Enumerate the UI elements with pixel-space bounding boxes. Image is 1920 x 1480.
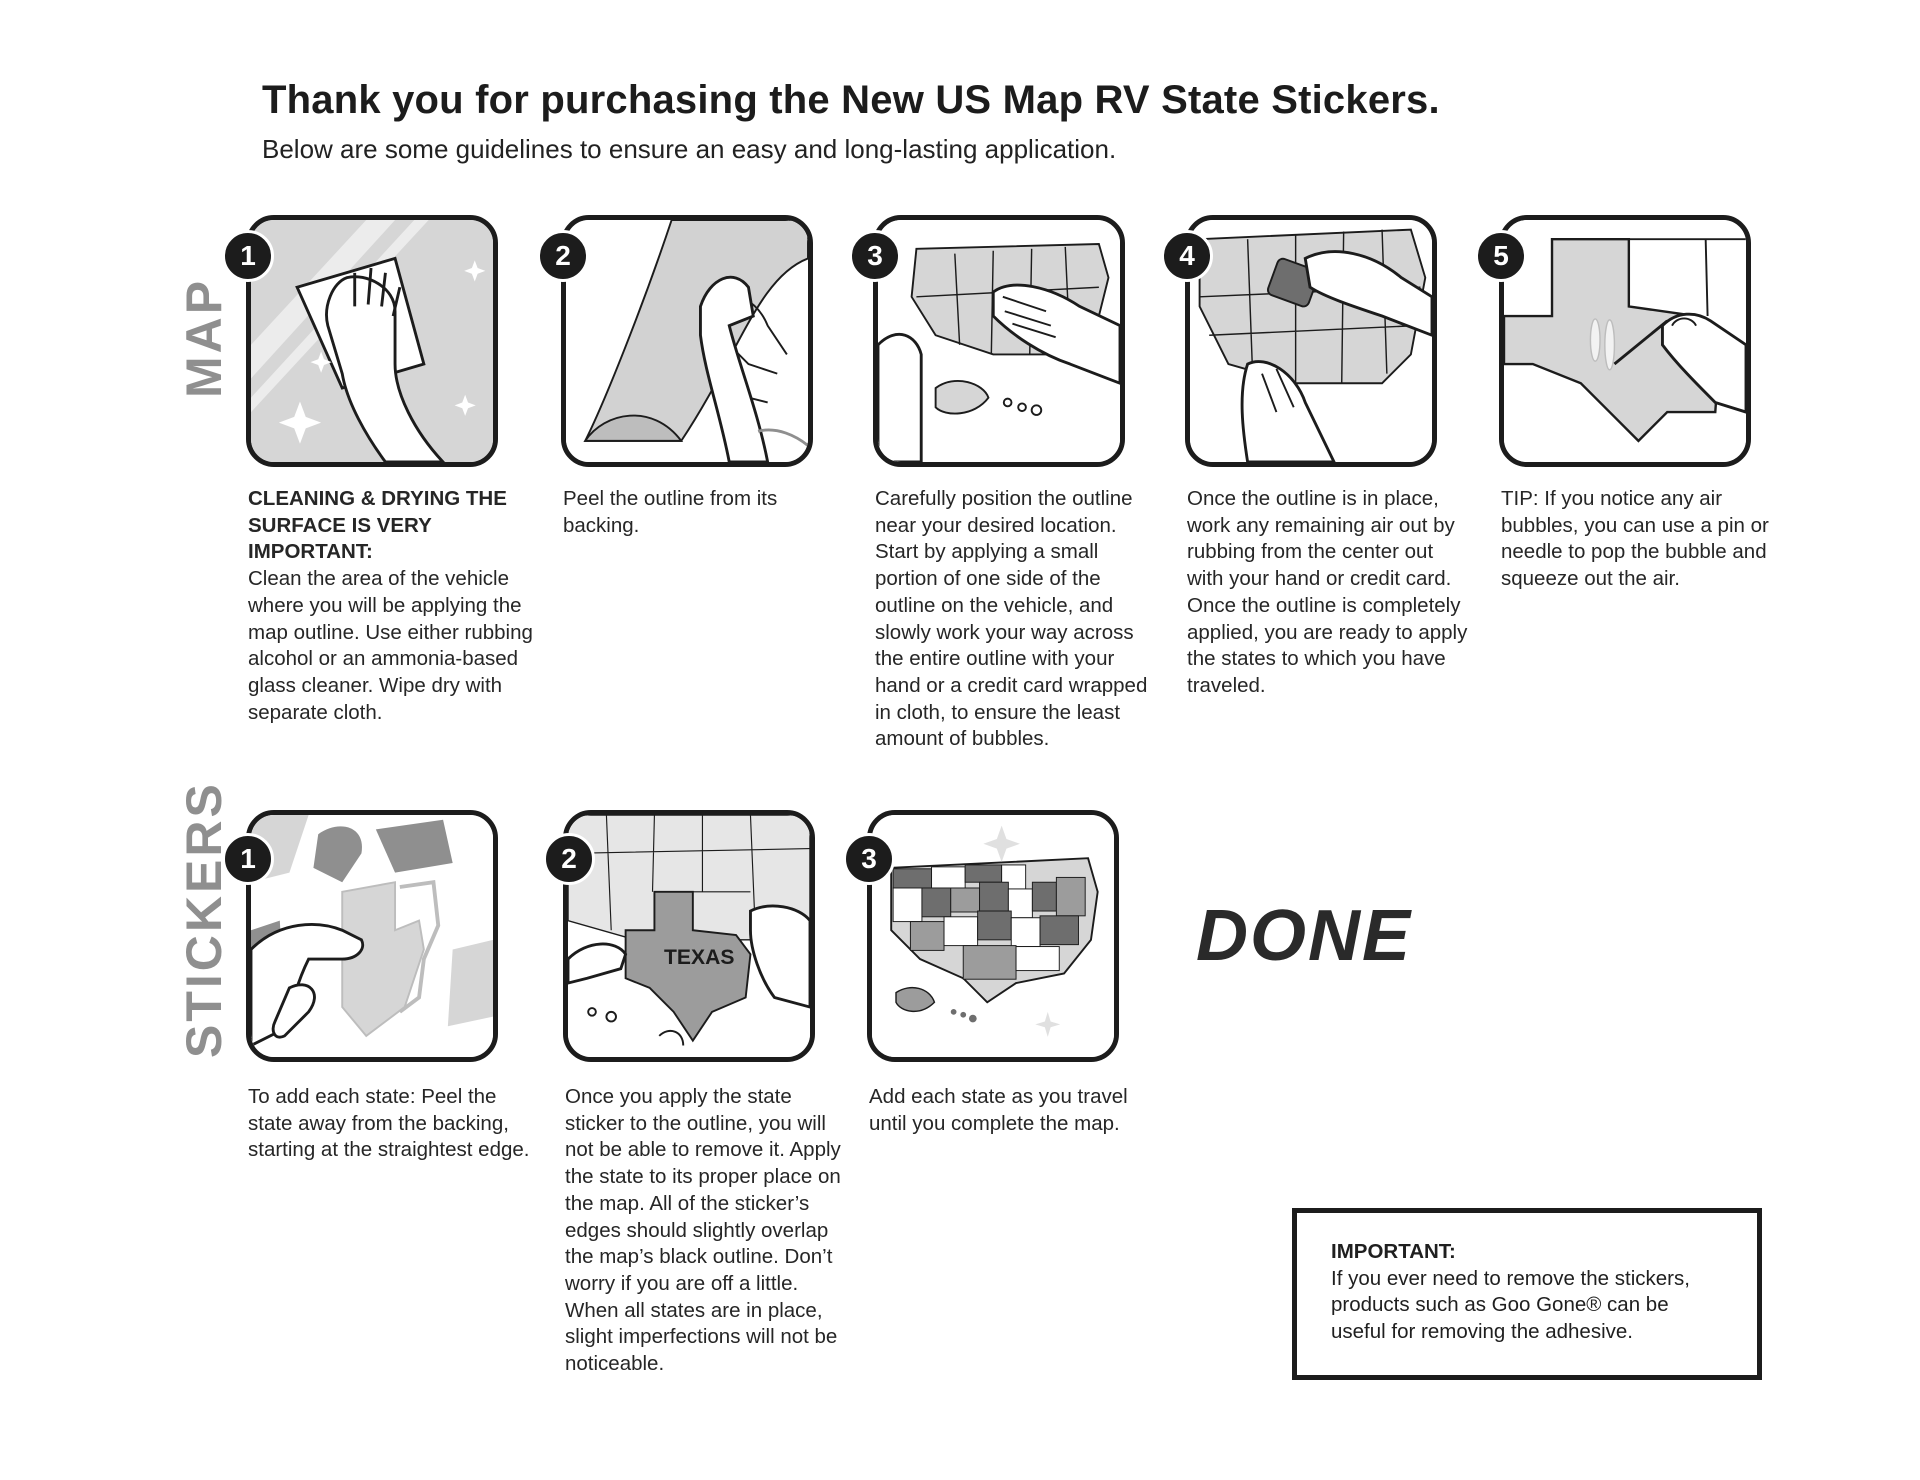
important-notice: IMPORTANT: If you ever need to remove th… (1292, 1208, 1762, 1380)
map-section-label: MAP (176, 277, 232, 398)
stickers-step-1-caption: To add each state: Peel the state away f… (248, 1085, 530, 1162)
pin-bubble-icon (1499, 215, 1751, 467)
stickers-section-label: STICKERS (176, 781, 232, 1058)
map-step-4-caption: Once the outline is in place, work any r… (1187, 487, 1468, 697)
map-step-2-caption: Peel the outline from its backing. (563, 487, 778, 537)
important-body: If you ever need to remove the stickers,… (1331, 1266, 1690, 1344)
apply-texas-icon: TEXAS (563, 810, 815, 1062)
stickers-step-3-badge: 3 (843, 833, 895, 885)
map-step-3-badge: 3 (849, 230, 901, 282)
done-label: DONE (1196, 896, 1413, 976)
stickers-step-2-caption: Once you apply the state sticker to the … (565, 1085, 841, 1376)
completed-map-icon (867, 810, 1119, 1062)
map-step-5-caption: TIP: If you notice any air bubbles, you … (1501, 487, 1769, 591)
peel-backing-icon (561, 215, 813, 467)
map-step-1-text: Clean the area of the vehicle where you … (248, 567, 533, 724)
important-heading: IMPORTANT: (1331, 1240, 1456, 1263)
map-step-1-lead: CLEANING & DRYING THE SURFACE IS VERY IM… (248, 487, 507, 564)
position-outline-icon (873, 215, 1125, 467)
map-step-5-badge: 5 (1475, 230, 1527, 282)
stickers-step-1-badge: 1 (222, 833, 274, 885)
map-step-3-caption: Carefully position the outline near your… (875, 487, 1148, 751)
cleaning-cloth-icon (246, 215, 498, 467)
squeegee-icon (1185, 215, 1437, 467)
map-step-1-caption: CLEANING & DRYING THE SURFACE IS VERY IM… (248, 486, 533, 726)
peel-sticker-icon (246, 810, 498, 1062)
texas-sticker-label: TEXAS (664, 946, 734, 969)
map-step-2-badge: 2 (537, 230, 589, 282)
stickers-step-3-caption: Add each state as you travel until you c… (869, 1085, 1128, 1135)
page-title: Thank you for purchasing the New US Map … (262, 78, 1440, 122)
map-step-4-badge: 4 (1161, 230, 1213, 282)
map-step-1-badge: 1 (222, 230, 274, 282)
page-subtitle: Below are some guidelines to ensure an e… (262, 134, 1117, 164)
stickers-step-2-badge: 2 (543, 833, 595, 885)
